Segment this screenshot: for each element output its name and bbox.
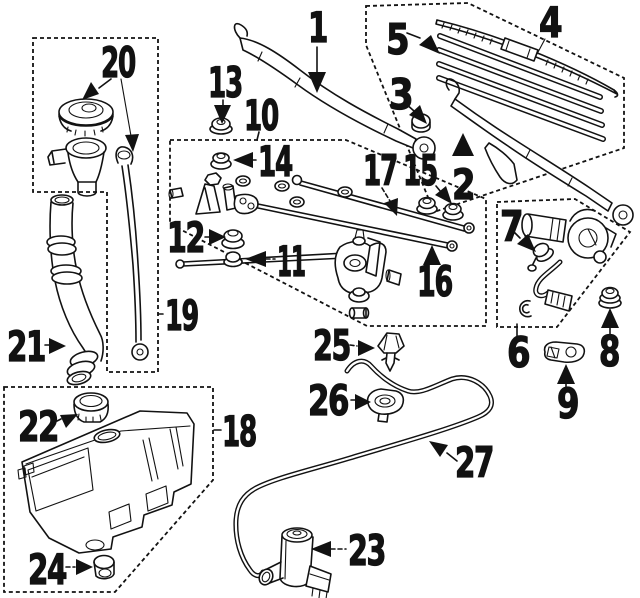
grommet-24-drawing [93, 554, 115, 580]
callout-arrows [44, 32, 619, 575]
callout-21: 21 [7, 322, 45, 371]
callout-5: 5 [386, 15, 408, 64]
reservoir-cap-22-drawing [73, 392, 109, 423]
callout-10: 10 [244, 91, 278, 140]
mount-bracket-9-drawing [543, 341, 586, 364]
callout-14: 14 [258, 137, 292, 186]
wiper-refill-strips-drawing [436, 33, 606, 142]
wiper-arm-2-drawing [445, 78, 634, 226]
washer-pump-drawing [258, 527, 332, 598]
washer-nozzle-25-drawing [377, 332, 405, 372]
wiper-blade-drawing [435, 19, 619, 98]
grommet-11-drawing [223, 251, 243, 268]
callout-12: 12 [167, 213, 204, 262]
callout-26: 26 [308, 376, 348, 425]
grommet-8-drawing [598, 286, 622, 309]
callout-19: 19 [165, 291, 198, 340]
callout-11: 11 [277, 237, 305, 286]
callout-6: 6 [507, 328, 529, 377]
callout-8: 8 [599, 327, 619, 376]
callout-20: 20 [101, 38, 135, 87]
callout-1: 1 [308, 3, 327, 52]
wiper-blade-box [365, 2, 625, 214]
callout-18: 18 [222, 407, 256, 456]
callout-labels: 1 2 3 4 5 6 7 8 9 10 11 12 13 14 15 16 1… [6, 0, 621, 595]
callout-13: 13 [208, 58, 242, 107]
callout-24: 24 [28, 545, 67, 594]
wiper-motor-box [496, 198, 632, 328]
wiper-arm-1-drawing [233, 22, 436, 160]
reservoir-mouth-cap-drawing [47, 98, 114, 197]
grommet-15a-drawing [416, 196, 438, 215]
callout-2: 2 [452, 160, 474, 209]
linkage-box [169, 139, 487, 327]
callout-27: 27 [455, 438, 493, 487]
callout-4: 4 [539, 0, 562, 47]
washer-hose-drawing [233, 358, 494, 579]
callout-23: 23 [348, 526, 385, 575]
callout-15: 15 [403, 146, 437, 195]
grommet-7-drawing [527, 242, 554, 272]
wiper-motor-drawing [518, 208, 617, 318]
callout-16: 16 [417, 257, 452, 306]
reservoir-tank-drawing [17, 410, 195, 554]
washer-tube-drawing [115, 146, 149, 361]
grommet-14-drawing [210, 152, 232, 170]
reservoir-box [3, 386, 214, 593]
callout-22: 22 [18, 402, 58, 451]
grommet-12-drawing [221, 229, 245, 250]
filler-hose-drawing [46, 194, 104, 386]
callout-17: 17 [363, 146, 397, 195]
callout-7: 7 [500, 202, 522, 251]
washer-nozzle-26-drawing [366, 388, 405, 423]
callout-25: 25 [313, 321, 350, 370]
callout-9: 9 [557, 379, 578, 428]
callout-3: 3 [389, 70, 412, 119]
cap-and-tube-box [32, 37, 159, 373]
grommet-15b-drawing [442, 202, 464, 221]
